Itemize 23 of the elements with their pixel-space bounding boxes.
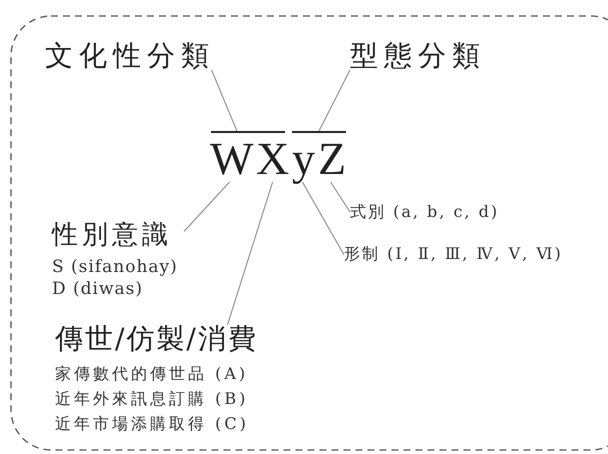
code-letter: y: [292, 136, 315, 182]
code-letter: Z: [318, 136, 346, 182]
category-heading: 性別意識: [52, 222, 173, 248]
category-item: 近年外來訊息訂購 (B): [55, 388, 250, 410]
leader-line: [226, 182, 274, 326]
overline: [211, 131, 285, 133]
category-heading: 文化性分類: [45, 42, 215, 70]
category-item: 近年市場添購取得 (C): [55, 413, 250, 435]
category-item: 家傳數代的傳世品 (A): [55, 363, 250, 385]
category-item: 形制 (Ⅰ, Ⅱ, Ⅲ, Ⅳ, Ⅴ, Ⅵ): [344, 246, 563, 262]
category-heading: 型態分類: [350, 42, 486, 70]
category-heading: 傳世/仿製/消費: [55, 325, 258, 353]
code-letter: X: [256, 136, 290, 182]
category-item: S (sifanohay): [52, 256, 178, 278]
category-item: D (diwas): [52, 278, 144, 300]
category-item: 式別 (a, b, c, d): [350, 204, 500, 220]
overline: [292, 131, 346, 133]
code-letter: W: [210, 136, 254, 182]
leader-line: [211, 70, 238, 132]
leader-line: [184, 182, 230, 232]
leader-line: [318, 70, 350, 132]
leader-line: [330, 182, 350, 212]
leader-line: [302, 182, 344, 256]
